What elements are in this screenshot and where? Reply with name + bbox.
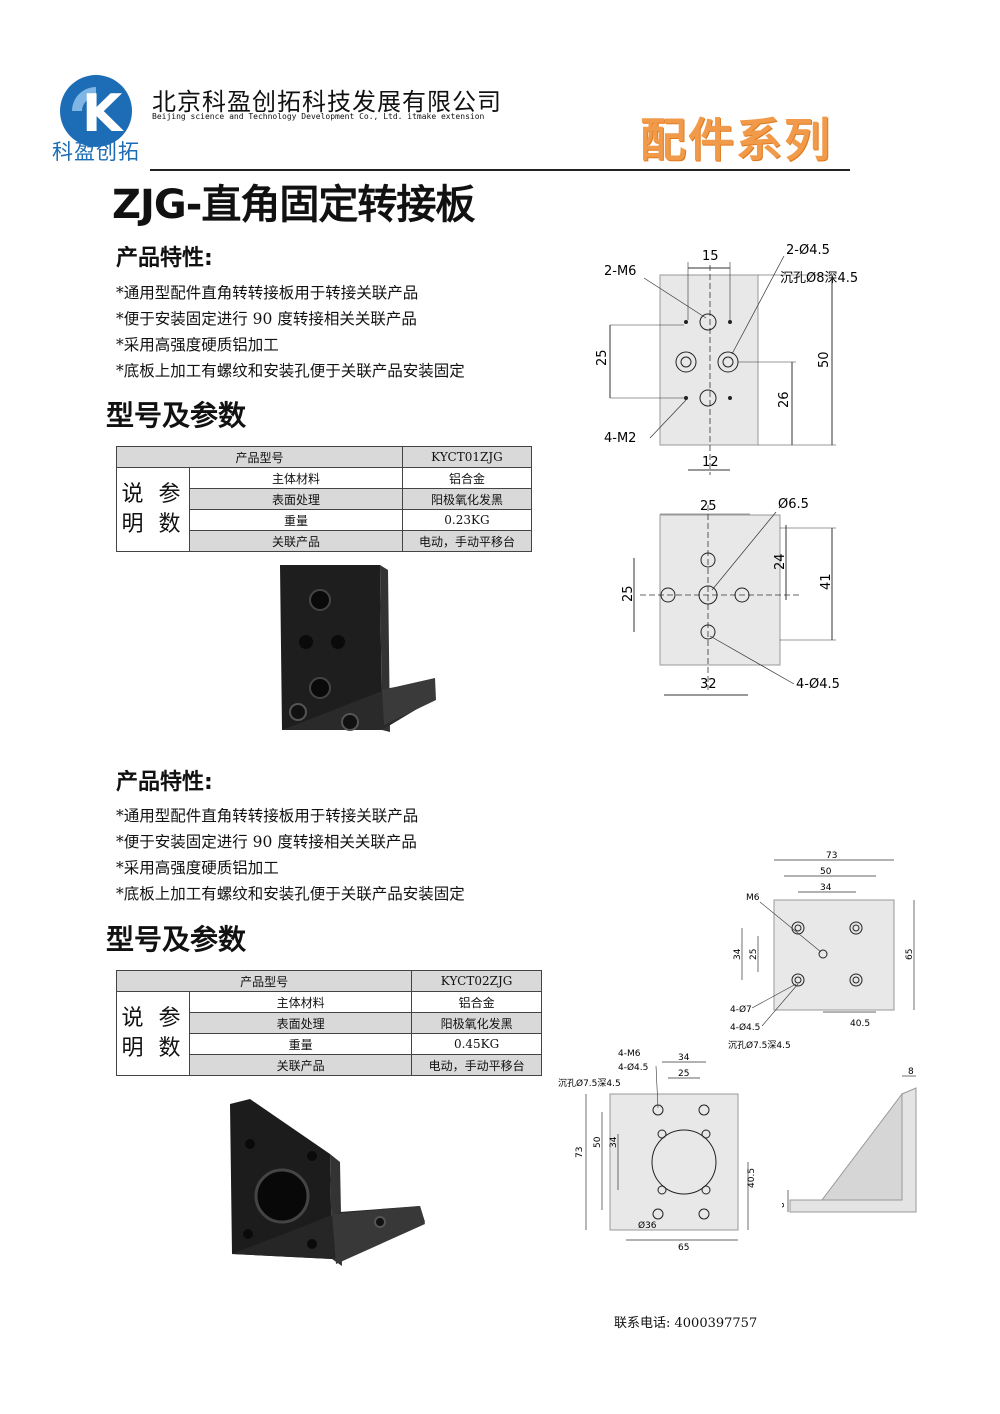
svg-text:34: 34	[609, 1136, 619, 1148]
features-heading-2: 产品特性:	[116, 770, 213, 795]
svg-text:沉孔Ø8深4.5: 沉孔Ø8深4.5	[780, 271, 858, 286]
table-cell: 阳极氧化发黑	[411, 1012, 542, 1034]
svg-text:25: 25	[700, 499, 717, 514]
feature-item: *底板上加工有螺纹和安装孔便于关联产品安装固定	[116, 362, 465, 380]
table-head-label: 产品型号	[115, 970, 413, 992]
table-cell: 0.23KG	[401, 509, 533, 531]
feature-item: *便于安装固定进行 90 度转接相关关联产品	[116, 310, 417, 328]
features-list-1: *通用型配件直角转转接板用于转接关联产品 *便于安装固定进行 90 度转接相关关…	[116, 280, 465, 384]
features-list-2: *通用型配件直角转转接板用于转接关联产品 *便于安装固定进行 90 度转接相关关…	[116, 803, 465, 907]
contact-phone: 联系电话: 4000397757	[614, 1316, 758, 1331]
feature-item: *通用型配件直角转转接板用于转接关联产品	[116, 284, 419, 302]
svg-text:4-Ø4.5: 4-Ø4.5	[796, 677, 840, 692]
params-heading-2: 型号及参数	[106, 923, 247, 956]
svg-text:8: 8	[782, 1202, 787, 1208]
svg-text:50: 50	[593, 1136, 603, 1148]
table-cell: 主体材料	[188, 991, 413, 1013]
svg-text:40.5: 40.5	[747, 1168, 756, 1188]
table-cell: 关联产品	[189, 530, 403, 552]
table-cell: 铝合金	[411, 991, 542, 1013]
drawing-1-front: 15 2-Ø4.5 2-M6 沉孔Ø8深4.5 25 50 26 4-M2 12	[595, 243, 858, 475]
logo-text: 科盈创拓	[52, 140, 140, 164]
table-cell: 阳极氧化发黑	[401, 488, 533, 510]
svg-text:32: 32	[700, 677, 717, 692]
header-divider	[150, 169, 850, 171]
table-cell: 主体材料	[189, 467, 403, 489]
feature-item: *便于安装固定进行 90 度转接相关关联产品	[116, 833, 417, 851]
svg-text:Ø36: Ø36	[638, 1220, 657, 1231]
svg-text:2-M6: 2-M6	[604, 264, 636, 279]
svg-text:34: 34	[820, 883, 832, 893]
table-head-value: KYCT01ZJG	[401, 446, 533, 468]
svg-text:65: 65	[905, 949, 915, 960]
svg-text:2-Ø4.5: 2-Ø4.5	[786, 243, 830, 258]
svg-text:26: 26	[777, 391, 792, 408]
svg-text:15: 15	[702, 249, 719, 264]
feature-item: *采用高强度硬质铝加工	[116, 859, 279, 877]
svg-text:沉孔Ø7.5深4.5: 沉孔Ø7.5深4.5	[728, 1040, 791, 1051]
feature-item: *通用型配件直角转转接板用于转接关联产品	[116, 807, 419, 825]
svg-text:4-M6: 4-M6	[618, 1049, 641, 1059]
table-cell: 表面处理	[188, 1012, 413, 1034]
svg-text:34: 34	[733, 948, 743, 960]
svg-text:Ø6.5: Ø6.5	[778, 497, 809, 512]
svg-text:25: 25	[621, 585, 636, 602]
feature-item: *采用高强度硬质铝加工	[116, 336, 279, 354]
table-side-label: 说 参 明 数	[116, 991, 190, 1076]
svg-text:41: 41	[819, 573, 834, 590]
svg-text:25: 25	[678, 1069, 689, 1079]
table-cell: 电动，手动平移台	[411, 1054, 542, 1076]
table-cell: 0.45KG	[411, 1033, 542, 1055]
table-cell: 重量	[189, 509, 403, 531]
svg-text:34: 34	[678, 1053, 690, 1063]
svg-text:24: 24	[773, 553, 788, 570]
spec-table-2: 产品型号 KYCT02ZJG 说 参 明 数 主体材料 铝合金 表面处理 阳极氧…	[115, 970, 542, 1076]
table-side-label: 说 参 明 数	[116, 467, 190, 552]
svg-text:73: 73	[575, 1147, 585, 1158]
table-cell: 表面处理	[189, 488, 403, 510]
svg-text:沉孔Ø7.5深4.5: 沉孔Ø7.5深4.5	[558, 1078, 621, 1089]
svg-text:4-Ø4.5: 4-Ø4.5	[730, 1022, 760, 1033]
company-name-cn: 北京科盈创拓科技发展有限公司	[152, 88, 502, 116]
table-cell: 关联产品	[188, 1054, 413, 1076]
svg-text:50: 50	[820, 867, 832, 877]
svg-text:4-Ø7: 4-Ø7	[730, 1004, 752, 1015]
params-heading-1: 型号及参数	[106, 399, 247, 432]
svg-text:40.5: 40.5	[850, 1019, 870, 1029]
product-photo-1	[280, 565, 436, 732]
company-name-en: Beijing science and Technology Developme…	[152, 112, 485, 121]
svg-text:50: 50	[817, 351, 832, 368]
drawing-1-base: 25 Ø6.5 24 41 25 32 4-Ø4.5	[621, 497, 840, 696]
table-head-value: KYCT02ZJG	[411, 970, 542, 992]
drawing-2-side: 8 8	[782, 1067, 917, 1213]
svg-text:12: 12	[702, 455, 719, 470]
drawing-2-front: 4-M6 4-Ø4.5 沉孔Ø7.5深4.5 34 25 73 50 34 40…	[558, 1049, 756, 1252]
features-heading-1: 产品特性:	[116, 246, 213, 271]
table-head-label: 产品型号	[116, 446, 403, 468]
svg-text:M6: M6	[746, 893, 760, 903]
svg-text:4-M2: 4-M2	[604, 431, 636, 446]
svg-text:4-Ø4.5: 4-Ø4.5	[618, 1062, 648, 1073]
table-cell: 电动，手动平移台	[401, 530, 533, 552]
spec-table-1: 产品型号 KYCT01ZJG 说 参 明 数 主体材料 铝合金 表面处理 阳极氧…	[116, 446, 533, 552]
svg-text:73: 73	[826, 851, 837, 861]
svg-text:25: 25	[595, 349, 610, 366]
svg-text:25: 25	[749, 949, 759, 960]
svg-text:8: 8	[908, 1067, 914, 1077]
logo-letter: K	[82, 84, 124, 144]
feature-item: *底板上加工有螺纹和安装孔便于关联产品安装固定	[116, 885, 465, 903]
product-photo-2	[230, 1099, 425, 1266]
page-title: ZJG-直角固定转接板	[112, 182, 475, 228]
table-cell: 重量	[188, 1033, 413, 1055]
series-title: 配件系列	[640, 113, 832, 167]
table-cell: 铝合金	[401, 467, 533, 489]
drawing-2-top: 73 50 34 M6 34 25 65 4-Ø7 4-Ø4.5 40.5 沉孔…	[728, 851, 915, 1051]
company-logo: K	[60, 75, 132, 147]
svg-text:65: 65	[678, 1243, 689, 1252]
